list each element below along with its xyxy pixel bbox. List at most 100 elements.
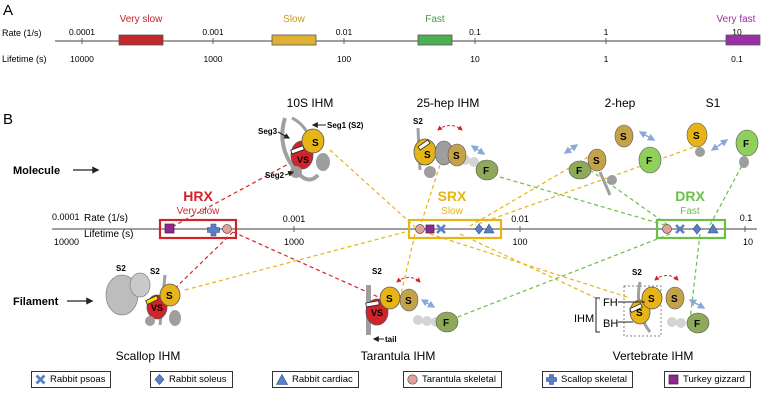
s2-label: S2 (632, 268, 642, 277)
filament-scallop-ihm: S VS S2 S2 (105, 264, 181, 326)
very-slow-bar (118, 34, 164, 46)
title-s1: S1 (706, 96, 721, 110)
very-fast-bar (725, 34, 761, 46)
plus-icon (546, 374, 557, 385)
panel-a-rate-label: Rate (1/s) (2, 28, 42, 38)
bh-label: BH (603, 318, 618, 330)
legend-label: Turkey gizzard (683, 374, 745, 385)
vs-text: VS (151, 303, 163, 313)
triangle-icon (276, 374, 288, 385)
molecule-10s-ihm: VS S Seg1 (S2) Seg3 Seg2 (258, 116, 364, 182)
slow-bar (271, 34, 317, 46)
vs-text: VS (371, 308, 383, 318)
rabbit-soleus-marker (692, 223, 702, 235)
panel-a-lifetime-tick: 1 (604, 54, 609, 64)
circle-icon (407, 374, 418, 385)
ihm-dotted-box (623, 285, 662, 337)
title-vertebrate-ihm: Vertebrate IHM (613, 349, 694, 363)
panel-a-lifetime-tick: 0.1 (731, 54, 743, 64)
molecule-s1: S F (686, 122, 759, 168)
legend-label: Rabbit cardiac (292, 374, 353, 385)
s-text: S (453, 151, 460, 162)
f-text: F (576, 166, 582, 177)
panel-b-lifetime-label: Lifetime (s) (84, 229, 133, 240)
f-text: F (443, 318, 449, 329)
panel-b-lifetime-tick-0: 10000 (54, 237, 79, 247)
seg2-label: Seg2 (265, 171, 285, 180)
fast-label: Fast (425, 14, 445, 25)
panel-a-rate-tick: 10 (732, 27, 742, 37)
panel-a-lifetime-tick: 10 (470, 54, 480, 64)
hrx-label: HRX (183, 188, 213, 204)
legend-label: Tarantula skeletal (422, 374, 496, 385)
very-slow-label: Very slow (120, 14, 164, 25)
f-head-icon (475, 159, 499, 181)
title-25hep-ihm: 25-hep IHM (417, 96, 480, 110)
filament-tarantula-ihm: VS S S F S2 tail (365, 267, 459, 344)
f-head-icon (638, 146, 662, 174)
s-text: S (593, 156, 600, 167)
panel-b-label: B (3, 111, 13, 128)
s-text: S (312, 138, 319, 149)
s2-label: S2 (116, 264, 126, 273)
f-head-icon (735, 129, 759, 157)
hrx-group: HRX Very slow (158, 188, 238, 240)
panel-b-lifetime-tick-1: 1000 (284, 237, 304, 247)
filament-label: Filament (13, 296, 59, 308)
title-tarantula-ihm: Tarantula IHM (361, 349, 436, 363)
panel-a-label: A (3, 2, 13, 19)
seg3-label: Seg3 (258, 127, 278, 136)
s-text: S (166, 291, 173, 302)
f-text: F (694, 319, 700, 330)
x-mark-icon (35, 374, 46, 385)
drx-box (655, 218, 727, 240)
s2-label: S2 (413, 117, 423, 126)
tarantula-skeletal-marker (662, 224, 672, 234)
molecule-label: Molecule (13, 165, 60, 177)
legend-label: Rabbit soleus (169, 374, 227, 385)
panel-a-rate-tick: 0.0001 (69, 27, 95, 37)
tarantula-skeletal-marker (222, 224, 232, 234)
turkey-gizzard-marker (164, 223, 175, 234)
very-fast-label: Very fast (717, 14, 756, 25)
panel-a-lifetime-tick: 100 (337, 54, 351, 64)
rabbit-cardiac-marker (707, 223, 719, 234)
panel-a-lifetime-tick: 10000 (70, 54, 94, 64)
f-text: F (483, 166, 489, 177)
panel-b-rate-tick-1: 0.001 (283, 214, 306, 224)
tarantula-skeletal-marker (415, 224, 425, 234)
scallop-skeletal-marker (207, 223, 220, 237)
f-head-icon (568, 160, 592, 180)
panel-a-rate-tick: 0.01 (336, 27, 353, 37)
square-icon (668, 374, 679, 385)
s-text: S (693, 131, 700, 142)
panel-b-lifetime-tick-3: 10 (743, 237, 753, 247)
turkey-gizzard-marker (425, 224, 435, 234)
title-scallop-ihm: Scallop IHM (116, 349, 181, 363)
diamond-icon (154, 374, 165, 385)
panel-a-rate-tick: 0.001 (202, 27, 224, 37)
srx-box (407, 218, 503, 240)
panel-b-rate-tick-3: 0.1 (740, 213, 753, 223)
rabbit-psoas-marker (436, 224, 446, 234)
f-text: F (743, 139, 749, 150)
panel-b-axis-ticks (293, 226, 746, 232)
panel-a-lifetime-label: Lifetime (s) (2, 54, 47, 64)
s-text: S (620, 132, 627, 143)
s2-label: S2 (372, 267, 382, 276)
s-text: S (648, 294, 655, 305)
molecule-2hep: F S S F (563, 124, 662, 196)
molecule-25hep-ihm: S S F S2 (413, 117, 499, 181)
ihm-label: IHM (574, 313, 594, 325)
s-head-icon (301, 128, 325, 154)
legend-tarantula-skeletal: Tarantula skeletal (403, 371, 502, 388)
panel-b-rate-tick-2: 0.01 (511, 214, 529, 224)
panel-a-rate-tick: 0.1 (469, 27, 481, 37)
legend-label: Scallop skeletal (561, 374, 628, 385)
legend-scallop-skeletal: Scallop skeletal (542, 371, 634, 388)
s-text: S (636, 308, 643, 319)
rabbit-psoas-marker (675, 224, 685, 234)
s-text: S (671, 294, 678, 305)
